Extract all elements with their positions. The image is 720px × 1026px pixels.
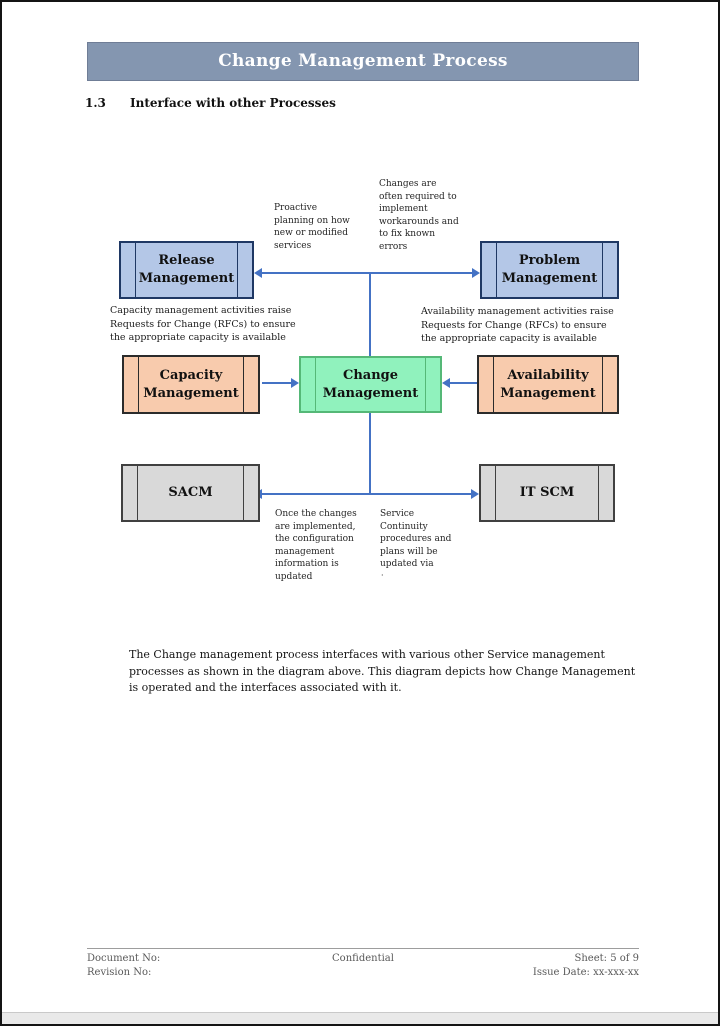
- release-management-label: Release Management: [138, 253, 235, 286]
- caption-capacity-rfc: Capacity management activities raise Req…: [110, 305, 296, 343]
- capacity-management-box: Capacity Management: [122, 355, 260, 414]
- connector-capacity-to-change: [262, 382, 293, 384]
- footer-divider: [87, 948, 639, 949]
- arrowhead-to-problem: [472, 268, 480, 278]
- note-service-continuity: Service Continuity procedures and plans …: [380, 509, 452, 569]
- sacm-label: SACM: [168, 485, 213, 500]
- arrowhead-to-itscm: [471, 489, 479, 499]
- change-management-label: Change Management: [322, 367, 419, 401]
- connector-bottom-horizontal: [262, 493, 472, 495]
- itscm-label: IT SCM: [519, 485, 575, 500]
- inner-line-left: [496, 243, 497, 297]
- inner-line-right: [237, 243, 238, 297]
- inner-line-left: [495, 466, 496, 520]
- window-bottom-strip: [2, 1012, 718, 1024]
- note-changes-required: Changes are often required to implement …: [379, 179, 459, 252]
- footer-document-no: Document No:: [87, 953, 161, 964]
- connector-top-horizontal: [261, 272, 473, 274]
- arrowhead-to-change-left: [291, 378, 299, 388]
- footer-right: Sheet: 5 of 9 Issue Date: xx-xxx-xx: [87, 952, 639, 980]
- footer-sheet: Sheet: 5 of 9: [574, 953, 640, 964]
- arrowhead-to-change-right: [442, 378, 450, 388]
- note-configuration-updated: Once the changes are implemented, the co…: [275, 509, 357, 582]
- connector-bottom-trunk: [369, 413, 371, 493]
- arrowhead-to-release: [254, 268, 262, 278]
- connector-top-trunk: [369, 274, 371, 356]
- connector-availability-to-change: [449, 382, 478, 384]
- change-management-box: Change Management: [299, 356, 442, 413]
- inner-line-right: [602, 357, 603, 412]
- section-title: Interface with other Processes: [130, 96, 336, 110]
- inner-line-left: [137, 466, 138, 520]
- inner-line-left: [135, 243, 136, 297]
- availability-management-box: Availability Management: [477, 355, 619, 414]
- inner-line-right: [243, 357, 244, 412]
- section-number: 1.3: [85, 96, 106, 110]
- inner-line-left: [493, 357, 494, 412]
- sacm-box: SACM: [121, 464, 260, 522]
- clipped-text-mark: ·: [381, 571, 384, 580]
- release-management-box: Release Management: [119, 241, 254, 299]
- footer-left: Document No: Revision No:: [87, 952, 160, 980]
- problem-management-box: Problem Management: [480, 241, 619, 299]
- itscm-box: IT SCM: [479, 464, 615, 522]
- caption-availability-rfc: Availability management activities raise…: [421, 306, 614, 344]
- body-paragraph: The Change management process interfaces…: [129, 648, 636, 694]
- note-proactive-planning: Proactive planning on how new or modifie…: [274, 203, 350, 251]
- inner-line-right: [602, 243, 603, 297]
- page-title-banner: Change Management Process: [87, 42, 639, 81]
- problem-management-label: Problem Management: [501, 253, 598, 286]
- footer-issue-date: Issue Date: xx-xxx-xx: [532, 967, 639, 978]
- inner-line-left: [315, 358, 316, 411]
- inner-line-left: [138, 357, 139, 412]
- inner-line-right: [598, 466, 599, 520]
- inner-line-right: [425, 358, 426, 411]
- footer-confidential: Confidential: [332, 953, 394, 964]
- capacity-management-label: Capacity Management: [143, 367, 239, 401]
- inner-line-right: [243, 466, 244, 520]
- footer-revision-no: Revision No:: [87, 967, 152, 978]
- availability-management-label: Availability Management: [500, 367, 596, 401]
